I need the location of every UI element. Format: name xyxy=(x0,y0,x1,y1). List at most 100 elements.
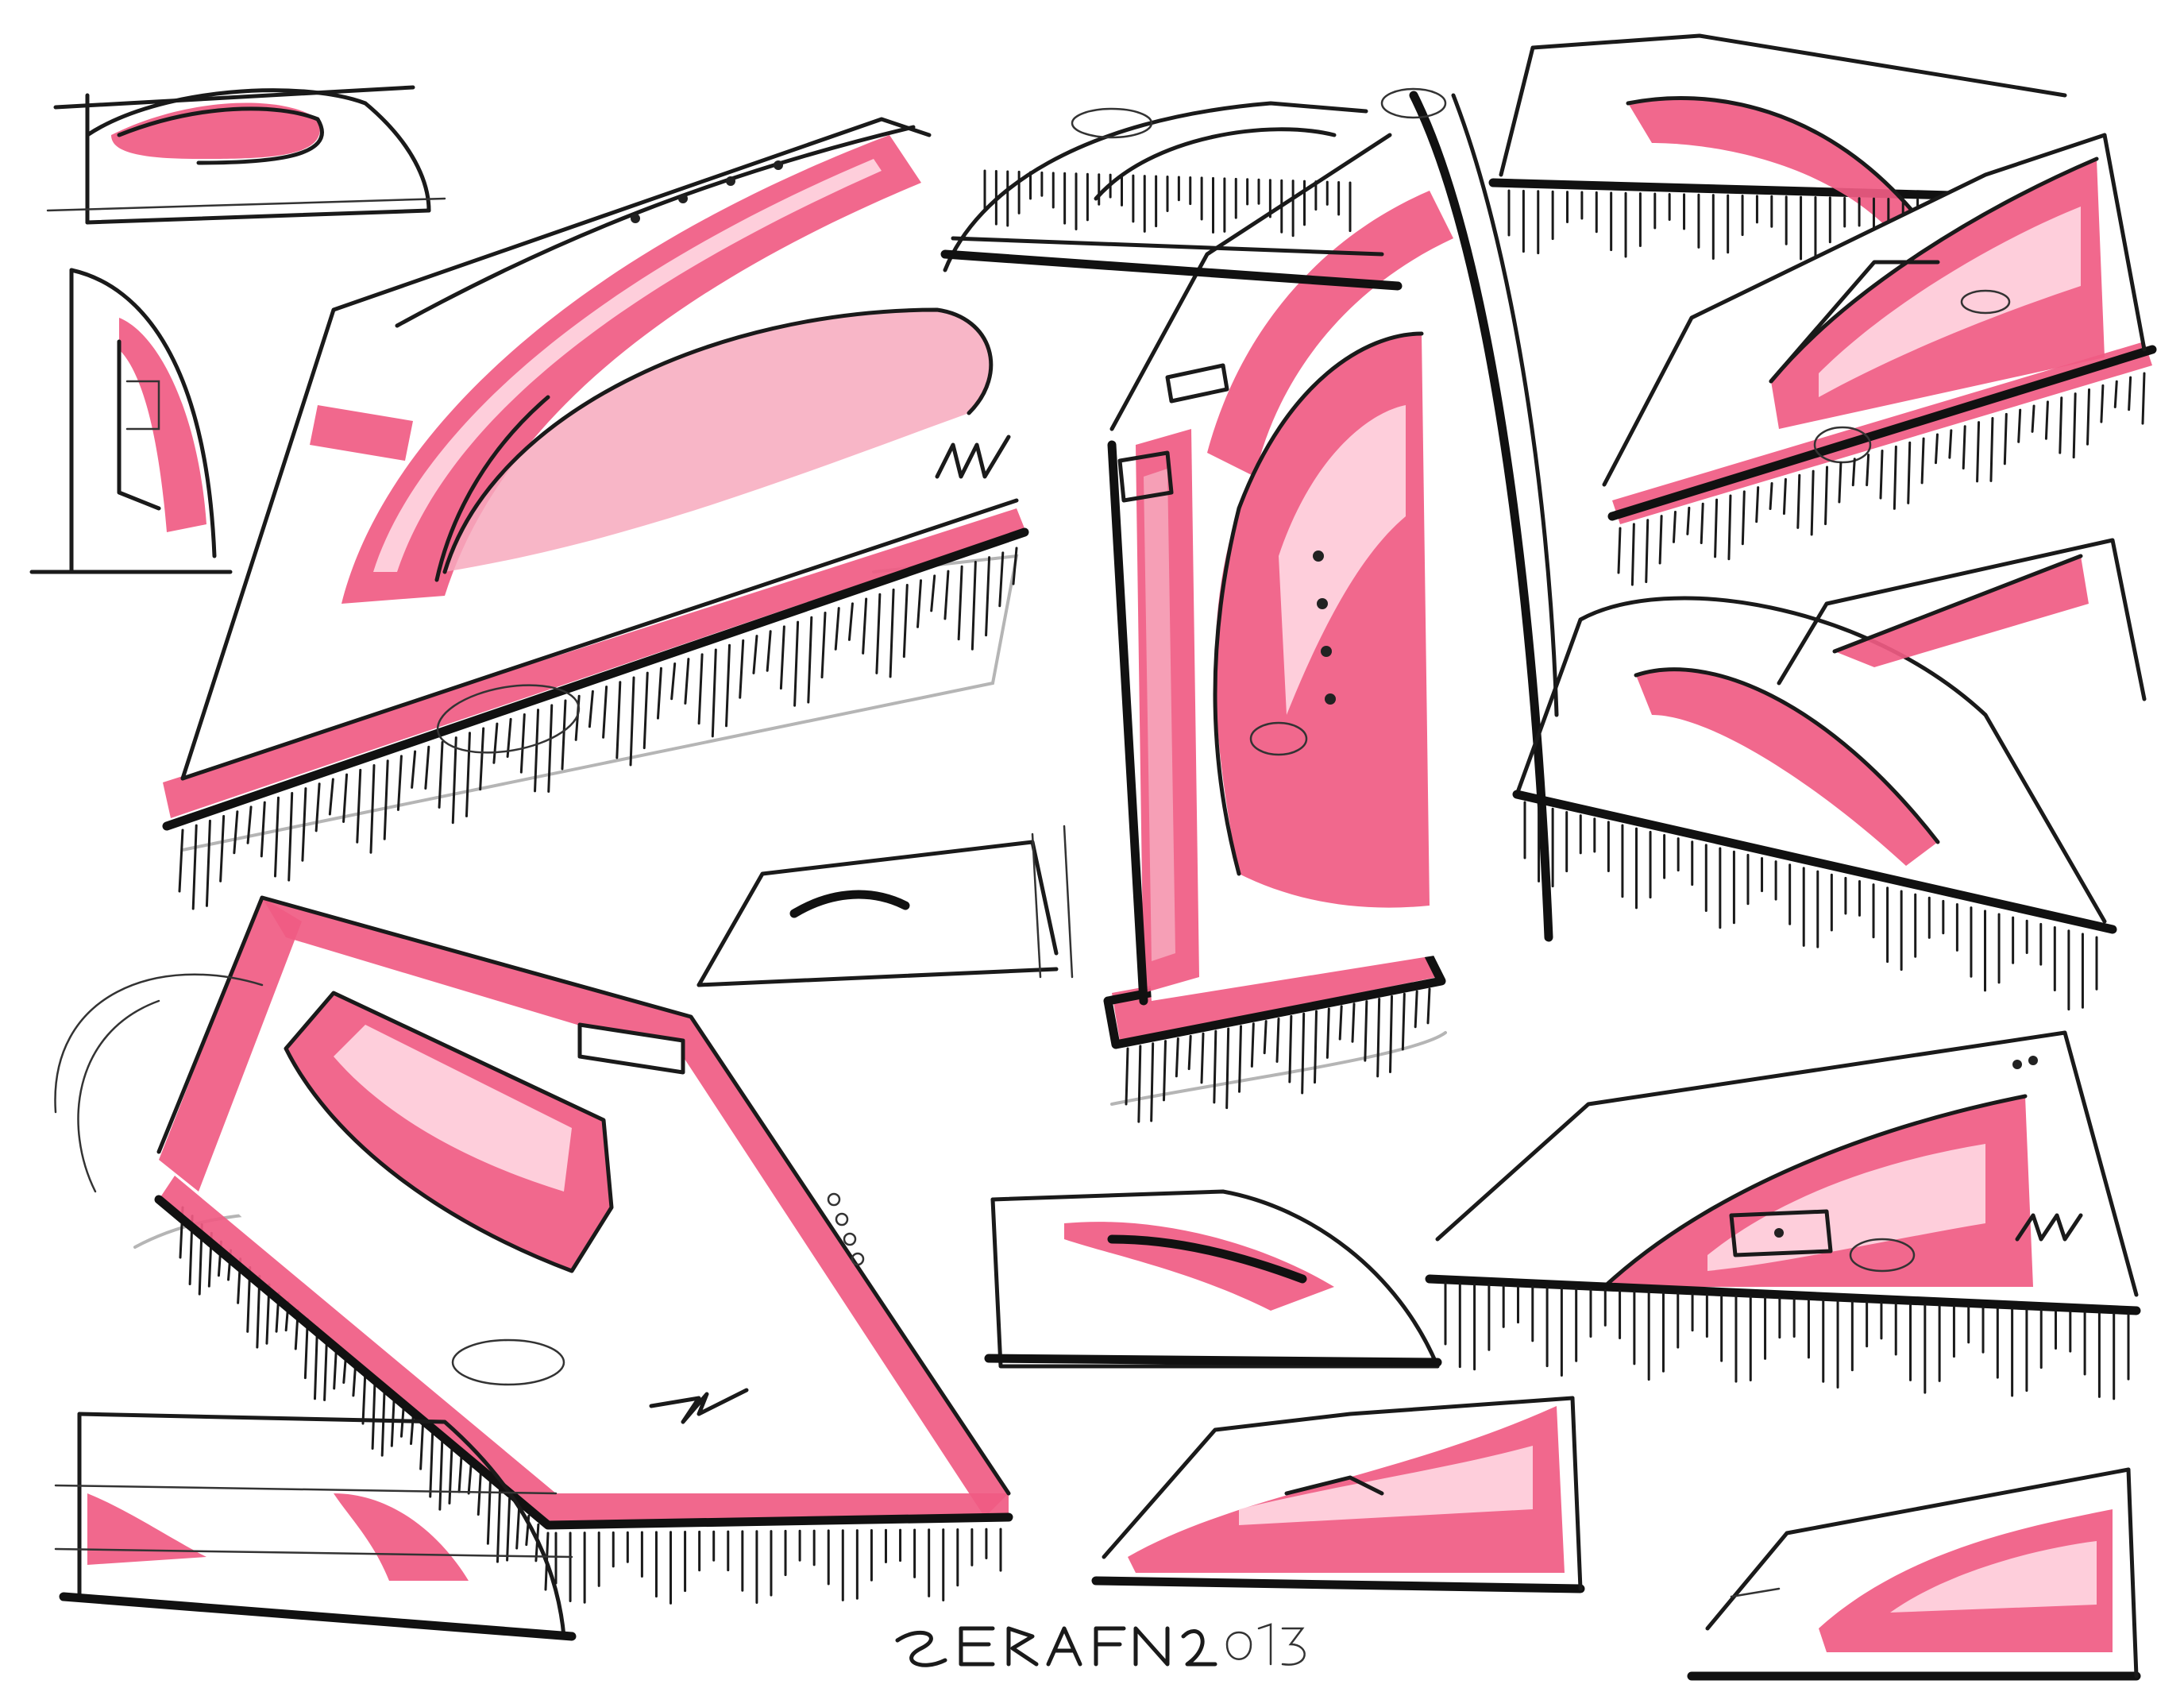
hatch-stroke xyxy=(424,745,430,790)
hatch-stroke xyxy=(1426,987,1431,1025)
shadow-hatching xyxy=(178,547,1018,910)
hatch-stroke xyxy=(1755,486,1760,523)
hatch-stroke xyxy=(356,768,362,844)
iron-sketch-rear-left xyxy=(29,268,233,574)
hatch-stroke xyxy=(492,722,499,764)
hatch-stroke xyxy=(1838,462,1843,504)
hatch-stroke xyxy=(301,787,307,862)
hatch-stroke xyxy=(1314,1010,1318,1084)
hatch-stroke xyxy=(1769,482,1773,511)
hatch-stroke xyxy=(506,1497,511,1562)
hatch-stroke xyxy=(1700,502,1704,545)
hatch-stroke xyxy=(1175,1037,1179,1078)
hatch-stroke xyxy=(1962,425,1966,470)
hatch-stroke xyxy=(1948,429,1953,459)
artist-signature xyxy=(895,1623,1306,1667)
hatch-stroke xyxy=(1686,506,1691,535)
hatch-stroke xyxy=(515,1506,521,1550)
iron-sketch-right-middle xyxy=(1512,538,2147,1011)
hatch-stroke xyxy=(383,759,389,840)
hatch-stroke xyxy=(314,782,321,832)
hatch-stroke xyxy=(807,616,813,704)
hatch-stroke xyxy=(2100,384,2105,423)
hatch-stroke xyxy=(1200,1032,1205,1084)
hatch-stroke xyxy=(1989,416,1994,482)
hatch-stroke xyxy=(2141,372,2146,425)
hatch-stroke xyxy=(1727,494,1732,561)
hatch-stroke xyxy=(1672,510,1677,543)
hatch-stroke xyxy=(429,1429,434,1498)
hatch-stroke xyxy=(1213,1029,1217,1104)
hatch-stroke xyxy=(670,662,677,701)
hatch-stroke xyxy=(602,686,608,739)
hatch-stroke xyxy=(1012,547,1018,585)
hatch-stroke xyxy=(766,630,772,672)
iron-sketch-main-bottom-left xyxy=(54,895,1013,1605)
hatch-stroke xyxy=(1137,1045,1142,1123)
hatch-stroke xyxy=(1796,473,1801,529)
iron-sketch-main-top-left xyxy=(162,117,1029,910)
hatch-stroke xyxy=(361,1369,367,1425)
hatch-stroke xyxy=(1714,498,1719,558)
hatch-stroke xyxy=(739,639,745,699)
hatch-stroke xyxy=(191,824,198,910)
hatch-stroke xyxy=(889,588,895,678)
hatch-stroke xyxy=(1275,1018,1280,1063)
hatch-stroke xyxy=(1658,515,1663,565)
hatch-stroke xyxy=(411,750,417,789)
hatch-stroke xyxy=(496,1489,501,1563)
iron-sketch-upright-center xyxy=(1103,91,1559,1123)
hatch-stroke xyxy=(1866,454,1870,487)
hatch-stroke xyxy=(1645,519,1650,584)
shadow-hatching xyxy=(983,169,1352,238)
hatch-stroke xyxy=(410,1412,415,1445)
hatch-stroke xyxy=(1364,1000,1368,1062)
hatch-stroke xyxy=(205,819,211,907)
hatch-stroke xyxy=(419,1420,425,1470)
hatch-stroke xyxy=(998,551,1005,608)
hatch-stroke xyxy=(656,666,662,720)
hatch-stroke xyxy=(328,778,334,816)
hatch-stroke xyxy=(793,620,800,707)
shadow-hatching xyxy=(1125,987,1431,1123)
hatch-stroke xyxy=(1376,998,1381,1078)
hatch-stroke xyxy=(875,593,882,674)
hatch-stroke xyxy=(1351,1002,1356,1043)
hatch-stroke xyxy=(779,625,785,690)
hatch-stroke xyxy=(1238,1025,1242,1093)
hatch-stroke xyxy=(233,810,239,855)
iron-sketch-lower-center xyxy=(984,1189,1442,1369)
shadow-hatching xyxy=(1444,1281,2130,1400)
hatch-stroke xyxy=(323,1335,329,1401)
hatch-stroke xyxy=(943,570,950,620)
hatch-stroke xyxy=(438,1437,444,1511)
hatch-stroke xyxy=(477,1471,482,1516)
hatch-stroke xyxy=(642,671,649,750)
hatch-stroke xyxy=(1907,441,1912,504)
hatch-stroke xyxy=(1187,1034,1192,1071)
hatch-stroke xyxy=(711,648,717,738)
hatch-stroke xyxy=(1630,523,1635,586)
hatch-stroke xyxy=(834,607,840,651)
hatch-stroke xyxy=(957,565,963,641)
shadow-hatching xyxy=(1617,372,2146,586)
hatch-stroke xyxy=(1920,437,1925,485)
hatch-stroke xyxy=(752,635,758,674)
iron-sketch-top-center xyxy=(940,87,1447,291)
hatch-stroke xyxy=(1163,1040,1167,1102)
hatch-stroke xyxy=(1893,445,1897,510)
hatch-stroke xyxy=(287,791,294,882)
hatch-stroke xyxy=(862,597,868,655)
hatch-stroke xyxy=(615,681,622,759)
hatch-stroke xyxy=(1338,1005,1343,1041)
hatch-stroke xyxy=(561,699,567,771)
hatch-stroke xyxy=(902,584,909,659)
hatch-stroke xyxy=(273,796,280,878)
hatch-stroke xyxy=(2003,412,2008,465)
hatch-stroke xyxy=(2128,376,2132,411)
hatch-stroke xyxy=(1824,465,1829,526)
hatch-stroke xyxy=(465,732,471,817)
hatch-stroke xyxy=(178,829,184,893)
hatch-stroke xyxy=(1782,477,1787,516)
